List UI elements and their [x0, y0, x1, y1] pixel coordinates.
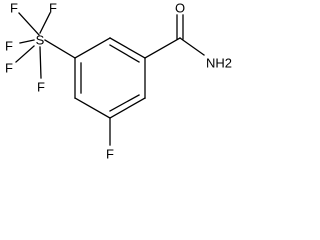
fluorine-top-left-label: F	[10, 1, 18, 16]
s-f-top-right-bond	[39, 12, 51, 34]
ring-bond-1	[109, 37, 146, 59]
amide-group	[144, 14, 205, 59]
sulfur-label: S	[36, 33, 45, 48]
benzene-ring	[74, 37, 146, 119]
fluorine-top-right-label: F	[49, 1, 57, 16]
molecule-diagram: O NH2 F S F F F F F	[5, 1, 232, 162]
oxygen-label: O	[175, 1, 185, 16]
ring-to-carbonyl-bond	[144, 37, 181, 59]
structure-canvas: O NH2 F S F F F F F	[5, 1, 232, 162]
s-f-top-left-bond	[18, 12, 40, 36]
ring-double-bond-a	[109, 44, 140, 63]
ring-bond-3	[109, 97, 146, 119]
s-f-bottom-right-bond	[39, 46, 42, 79]
amide-nitrogen-label: NH2	[206, 56, 232, 71]
fluorine-bottom-right-label: F	[37, 80, 45, 95]
ring-double-bond-b	[109, 94, 140, 112]
carbonyl-to-nitrogen-bond	[179, 37, 205, 56]
fluorine-bottom-left-label: F	[5, 61, 13, 76]
ring-fluorine-label: F	[106, 147, 114, 162]
ring-to-sulfur-bond	[44, 39, 76, 59]
fluorine-left-label: F	[5, 39, 13, 54]
sf5-group	[15, 12, 76, 79]
s-f-bottom-left-bond	[15, 45, 35, 63]
s-f-left-bond	[19, 39, 35, 44]
ring-bond-4	[74, 97, 111, 119]
ring-bond-6	[74, 37, 111, 59]
